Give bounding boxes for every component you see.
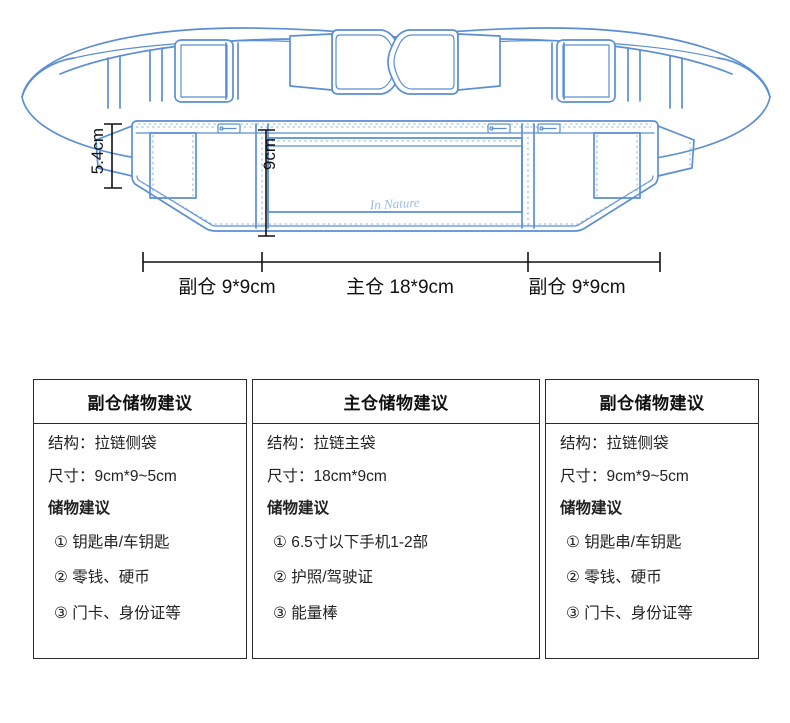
suggestion-heading-main: 储物建议 [267,500,330,517]
list-item: ③ 门卡、身份证等 [566,604,693,622]
structure-row-left: 结构：拉链侧袋 [48,436,232,452]
size-label-left: 尺寸： [48,467,95,485]
list-item: ① 钥匙串/车钥匙 [54,533,170,551]
right-side-pocket-card: 副仓储物建议 结构：拉链侧袋 尺寸：9cm*9~5cm 储物建议 ① 钥匙串/车… [545,379,759,659]
strap-keepers [107,55,683,109]
left-strap-adjuster [149,39,239,103]
structure-row-main: 结构：拉链主袋 [267,436,525,452]
main-pocket-card: 主仓储物建议 结构：拉链主袋 尺寸：18cm*9cm 储物建议 ① 6.5寸以下… [252,379,540,659]
zipper-pull-left [217,123,241,134]
segment-label-left-side-pocket: 副仓 9*9cm [178,277,276,298]
card-title-main: 主仓储物建议 [253,380,539,424]
list-item: ① 钥匙串/车钥匙 [566,533,682,551]
structure-label-left: 结构： [48,435,95,452]
structure-value-main: 拉链主袋 [313,435,376,452]
height-dimension-line [104,123,122,189]
structure-label-main: 结构： [267,435,314,452]
list-item: ③ 能量棒 [273,604,338,622]
zipper-pull-right [537,123,561,134]
segment-measure-ruler [142,252,661,272]
right-strap-adjuster [551,39,641,103]
list-item: ① 6.5寸以下手机1-2部 [273,533,429,551]
pocket-height-dimension-label: 9cm [260,138,279,171]
running-belt-illustration: .ln { fill:none; stroke:#5b8fd4; stroke-… [21,27,771,272]
segment-label-right-side-pocket: 副仓 9*9cm [528,277,626,298]
pocket-height-dimension-line [258,129,275,237]
card-body-left: 结构：拉链侧袋 尺寸：9cm*9~5cm 储物建议 ① 钥匙串/车钥匙 ② 零钱… [34,424,246,658]
brand-script-text: In Nature [369,195,421,213]
belt-diagram: .ln { fill:none; stroke:#5b8fd4; stroke-… [0,0,790,310]
size-value-main: 18cm*9cm [313,467,387,485]
size-row-left: 尺寸：9cm*9~5cm [48,467,232,485]
size-row-main: 尺寸：18cm*9cm [267,467,525,485]
zipper-pull-center [487,123,511,134]
pouch-wings [95,125,695,177]
center-buckle [289,29,501,95]
storage-suggestion-tables: 副仓储物建议 结构：拉链侧袋 尺寸：9cm*9~5cm 储物建议 ① 钥匙串/车… [33,379,759,659]
size-value-left: 9cm*9~5cm [94,467,177,485]
list-item: ② 护照/驾驶证 [273,569,374,586]
pouch-body [131,120,659,232]
size-value-right: 9cm*9~5cm [606,467,689,485]
size-label-main: 尺寸： [267,467,314,485]
list-item: ③ 门卡、身份证等 [54,604,181,622]
height-dimension-label: 5.4cm [88,128,107,175]
size-label-right: 尺寸： [560,467,607,485]
card-body-main: 结构：拉链主袋 尺寸：18cm*9cm 储物建议 ① 6.5寸以下手机1-2部 … [253,424,539,658]
structure-row-right: 结构：拉链侧袋 [560,436,744,452]
card-title-left: 副仓储物建议 [34,380,246,424]
suggestion-heading-right: 储物建议 [560,500,623,517]
list-item: ② 零钱、硬币 [566,569,662,586]
structure-value-left: 拉链侧袋 [94,435,157,452]
list-item: ② 零钱、硬币 [54,569,150,586]
structure-label-right: 结构： [560,435,607,452]
left-side-pocket-card: 副仓储物建议 结构：拉链侧袋 尺寸：9cm*9~5cm 储物建议 ① 钥匙串/车… [33,379,247,659]
segment-label-main-pocket: 主仓 18*9cm [346,277,454,298]
card-body-right: 结构：拉链侧袋 尺寸：9cm*9~5cm 储物建议 ① 钥匙串/车钥匙 ② 零钱… [546,424,758,658]
structure-value-right: 拉链侧袋 [606,435,669,452]
suggestion-heading-left: 储物建议 [48,500,111,517]
card-title-right: 副仓储物建议 [546,380,758,424]
size-row-right: 尺寸：9cm*9~5cm [560,467,744,485]
